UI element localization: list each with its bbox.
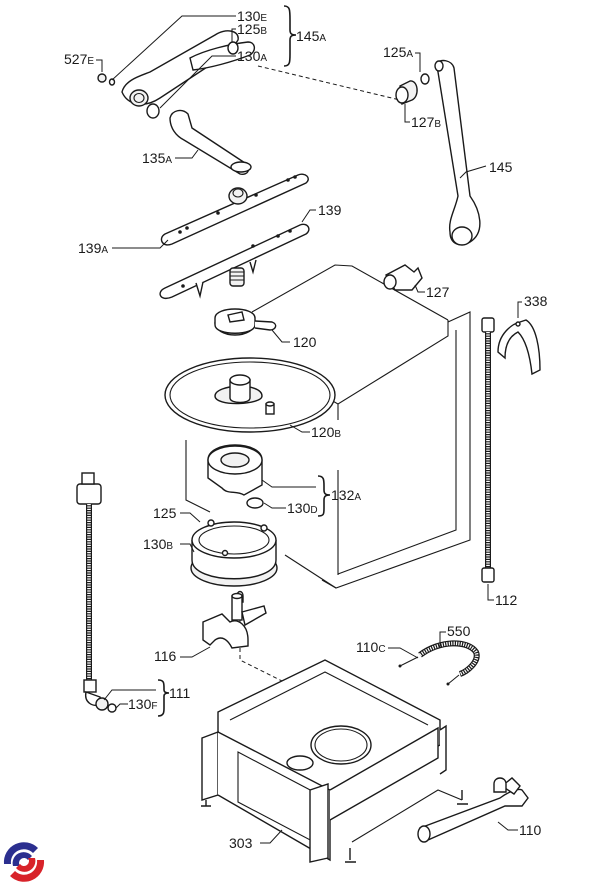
filter-plate-120b xyxy=(164,357,336,433)
label-130b: 130B xyxy=(143,536,173,552)
label-112: 112 xyxy=(495,592,518,608)
nut-120 xyxy=(214,308,277,336)
label-125b: 125B xyxy=(237,21,267,37)
o-ring-130d xyxy=(246,497,264,509)
o-ring-130a xyxy=(146,103,160,119)
label-145: 145 xyxy=(489,159,513,175)
label-125a: 125A xyxy=(383,44,413,60)
label-120b: 120B xyxy=(311,424,341,440)
drain-hose-110 xyxy=(417,777,529,843)
brace-145a xyxy=(283,5,297,67)
label-130f: 130F xyxy=(128,696,157,712)
coupling-127 xyxy=(383,264,423,291)
label-130a: 130A xyxy=(237,48,267,64)
brace-132a xyxy=(317,475,331,517)
feed-tube-145 xyxy=(395,59,481,246)
base-frame-303 xyxy=(201,659,468,863)
label-110c: 110C xyxy=(356,639,386,655)
pump-116 xyxy=(202,592,267,649)
label-145a: 145A xyxy=(296,28,326,44)
hose-550 xyxy=(398,640,480,686)
o-ring-125a xyxy=(420,73,430,85)
label-127b: 127B xyxy=(411,114,441,130)
part-labels: 130E 125B 145A 130A 527E 125A 127B 145 1… xyxy=(64,8,548,851)
label-116: 116 xyxy=(154,648,177,664)
assembly-line xyxy=(257,65,401,101)
label-303: 303 xyxy=(229,835,253,851)
label-135a: 135A xyxy=(142,150,172,166)
logo-arc-red-outer xyxy=(10,860,45,882)
logo-arc-red-inner xyxy=(16,858,36,872)
label-527e: 527E xyxy=(64,51,94,67)
label-130e: 130E xyxy=(237,8,267,24)
label-550: 550 xyxy=(447,623,471,639)
spray-arm-139a xyxy=(160,173,309,246)
housing-132a xyxy=(207,444,264,509)
o-ring-130e xyxy=(108,78,116,86)
spray-pipe-135a xyxy=(169,109,252,176)
label-139a: 139A xyxy=(78,240,108,256)
brand-logo xyxy=(3,842,45,882)
washer-130f xyxy=(107,703,117,713)
ring-125 xyxy=(190,519,278,587)
leader-lines xyxy=(96,15,522,844)
label-139: 139 xyxy=(318,202,342,218)
label-111: 111 xyxy=(169,685,190,701)
coupling-127b xyxy=(395,86,409,104)
hose-111 xyxy=(76,472,117,713)
label-110: 110 xyxy=(519,822,542,838)
label-127: 127 xyxy=(426,284,450,300)
label-125: 125 xyxy=(153,505,177,521)
label-338: 338 xyxy=(524,293,548,309)
nut-527e xyxy=(97,73,107,83)
inlet-hose-112 xyxy=(481,317,495,583)
o-ring-125b xyxy=(227,41,239,55)
logo-arc-blue-inner xyxy=(12,852,32,866)
label-132a: 132A xyxy=(331,487,361,503)
upper-spray-arm xyxy=(97,30,255,119)
bracket-338 xyxy=(497,319,541,376)
spray-arm-139 xyxy=(159,223,310,299)
label-120: 120 xyxy=(293,334,317,350)
brace-111 xyxy=(157,679,170,717)
logo-arc-blue-outer xyxy=(3,842,38,864)
label-130d: 130D xyxy=(287,500,318,516)
